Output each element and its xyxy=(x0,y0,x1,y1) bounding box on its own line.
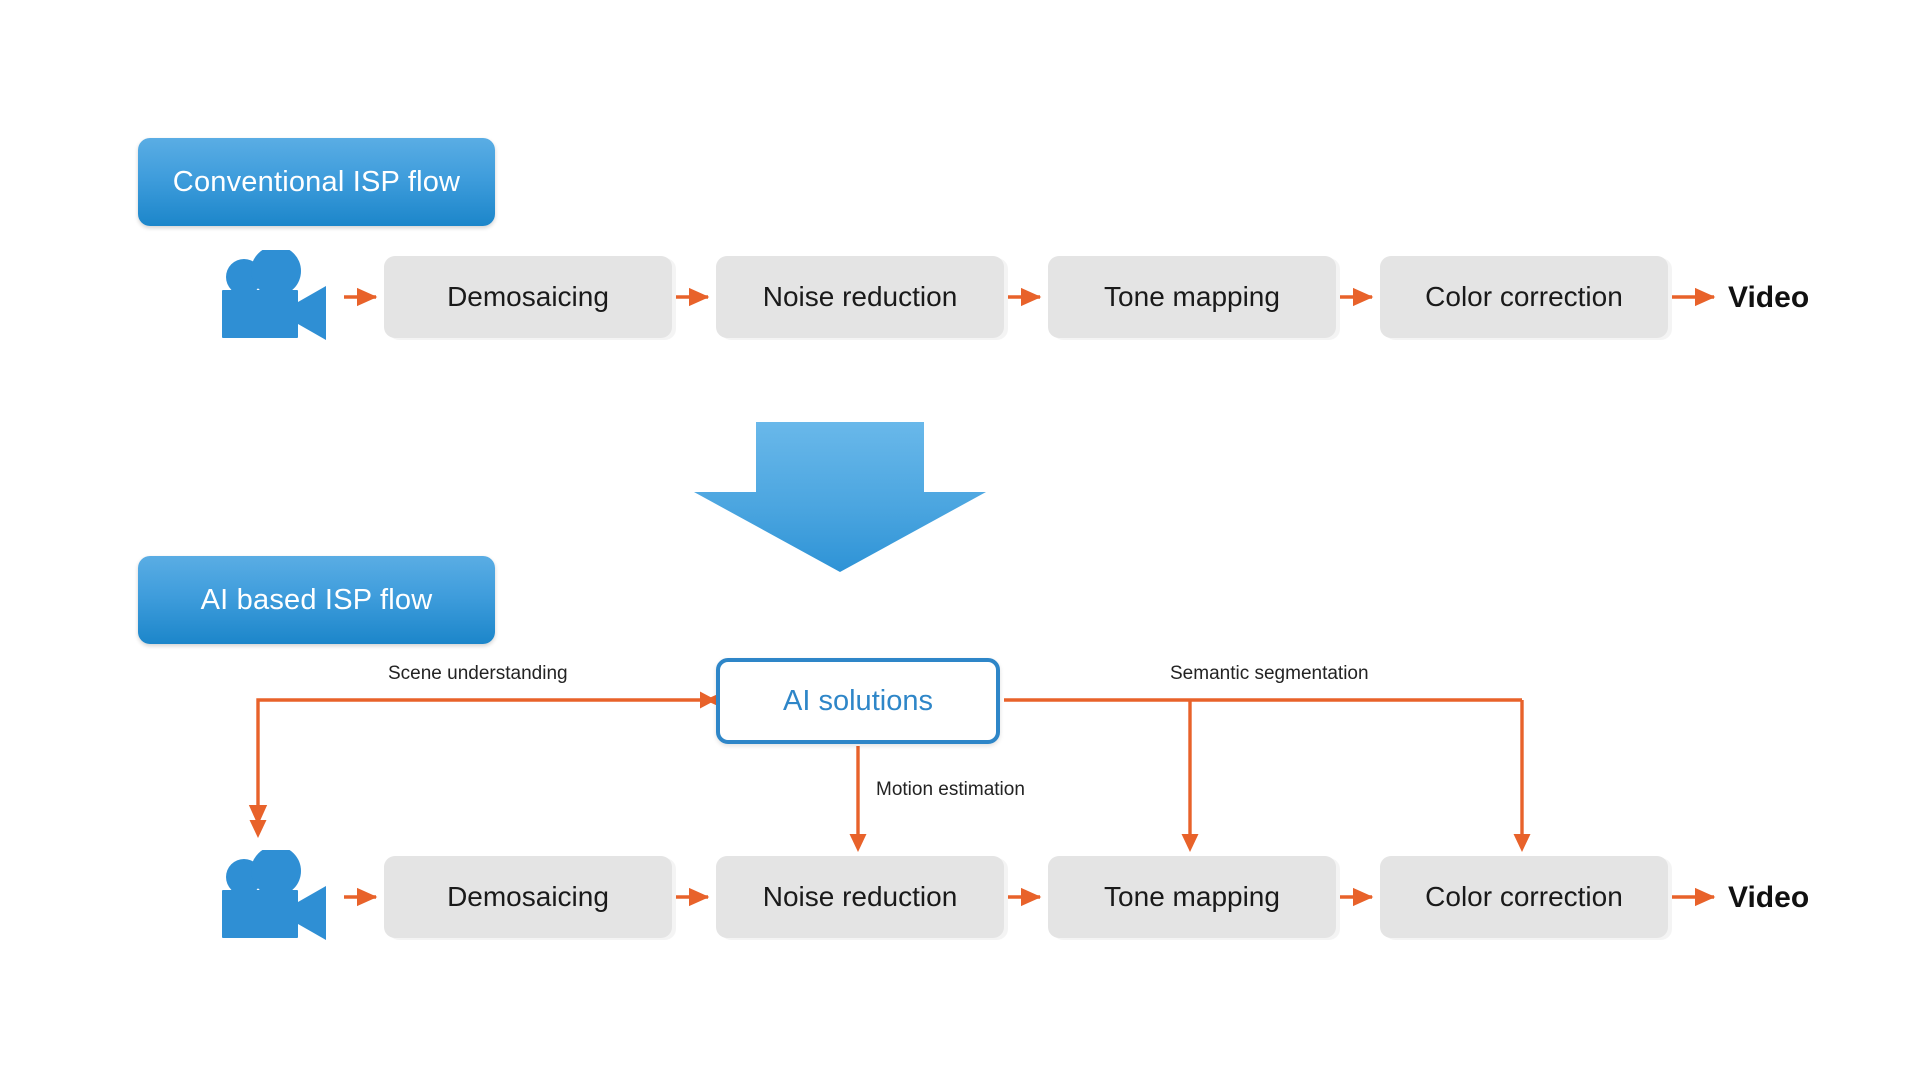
output-label-video-ai: Video xyxy=(1728,881,1810,914)
edge-label-semantic-segmentation: Semantic segmentation xyxy=(1170,663,1369,684)
video-camera-icon xyxy=(222,850,326,940)
stage-box-tone-mapping-conventional[interactable]: Tone mapping xyxy=(1048,256,1336,338)
edge-label-scene-understanding: Scene understanding xyxy=(388,663,568,684)
ai-solutions-box[interactable]: AI solutions xyxy=(716,658,1000,744)
edge-scene-understanding-tail xyxy=(249,820,267,838)
down-arrow-icon xyxy=(694,422,986,572)
edge-motion-estimation-head xyxy=(849,834,867,852)
output-label-video-conventional: Video xyxy=(1728,281,1810,314)
stage-box-noise-reduction-ai[interactable]: Noise reduction xyxy=(716,856,1004,938)
edge-scene-understanding-head xyxy=(700,691,716,709)
edge-semantic-segmentation xyxy=(1004,698,1524,838)
edge-label-motion-estimation: Motion estimation xyxy=(876,779,1025,800)
video-camera-icon xyxy=(222,250,326,340)
stage-box-demosaicing-ai[interactable]: Demosaicing xyxy=(384,856,672,938)
flow-title-conventional: Conventional ISP flow xyxy=(138,138,495,226)
edge-semantic-segmentation-head-color xyxy=(1513,834,1531,852)
stage-box-demosaicing-conventional[interactable]: Demosaicing xyxy=(384,256,672,338)
edge-semantic-segmentation-head-tone xyxy=(1181,834,1199,852)
edge-scene-understanding xyxy=(248,690,726,826)
stage-box-noise-reduction-conventional[interactable]: Noise reduction xyxy=(716,256,1004,338)
stage-box-color-correction-conventional[interactable]: Color correction xyxy=(1380,256,1668,338)
stage-box-tone-mapping-ai[interactable]: Tone mapping xyxy=(1048,856,1336,938)
stage-box-color-correction-ai[interactable]: Color correction xyxy=(1380,856,1668,938)
flow-title-ai-based: AI based ISP flow xyxy=(138,556,495,644)
